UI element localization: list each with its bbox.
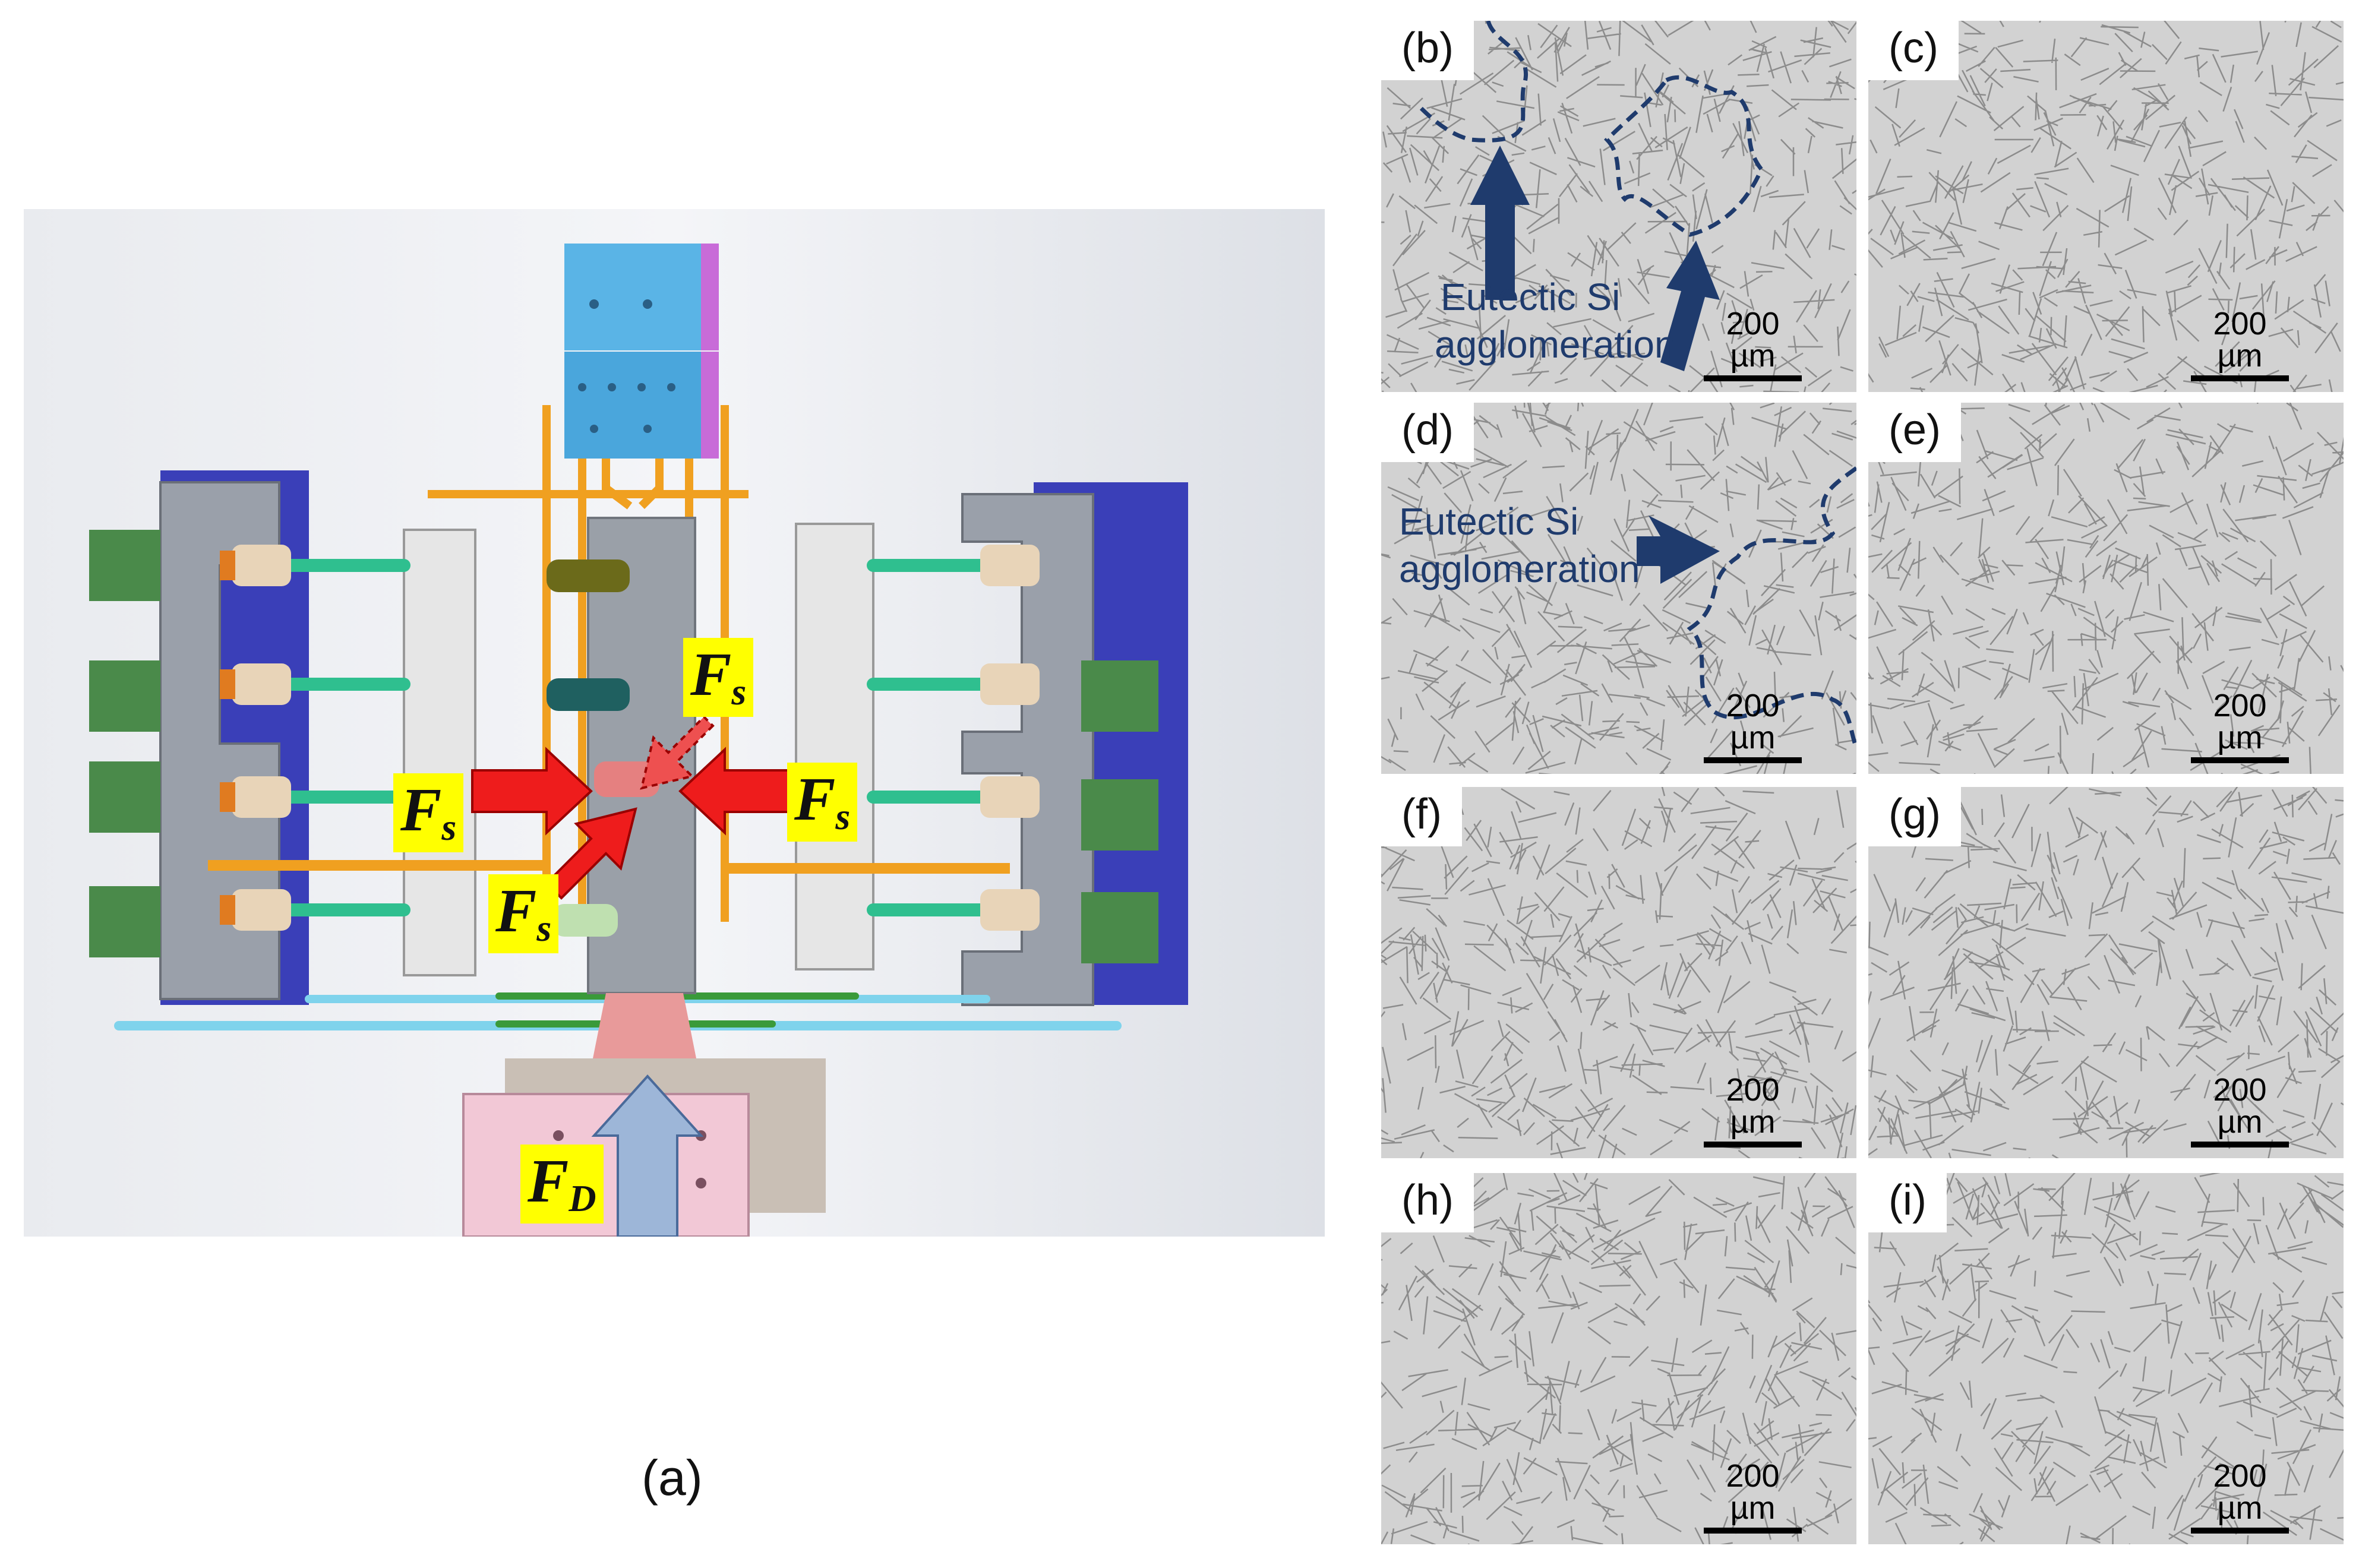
micrograph-label: (g) — [1868, 787, 1961, 846]
scale-bar-line — [2191, 1528, 2289, 1534]
cad-model-panel: Fs Fs Fs Fs FD — [24, 209, 1325, 1238]
micrograph-label: (b) — [1381, 21, 1474, 80]
red-force-arrow-diagonal-top — [640, 715, 715, 790]
micrograph-label: (h) — [1381, 1173, 1474, 1232]
blue-force-arrow-up — [591, 1074, 704, 1238]
agglomeration-outline — [1637, 466, 1856, 748]
scale-bar-label: 200 µm — [2213, 1072, 2267, 1140]
micrograph-label: (c) — [1868, 21, 1959, 80]
scale-bar-line — [2191, 757, 2289, 763]
microstructure-texture — [1868, 1173, 2344, 1544]
force-label-fs-left: Fs — [393, 773, 464, 852]
annotation-arrow — [1470, 146, 1720, 371]
scale-bar-label: 200 µm — [2213, 1458, 2267, 1526]
force-label-fd: FD — [520, 1145, 604, 1224]
micrograph-g: (g) 200 µm — [1868, 787, 2344, 1158]
scale-bar-label: 200 µm — [1726, 1072, 1780, 1140]
scale-bar-label: 200 µm — [1726, 688, 1780, 755]
micrograph-i: (i) 200 µm — [1868, 1173, 2344, 1544]
annotation-line-2: agglomeration — [1399, 548, 1640, 590]
micrograph-label: (i) — [1868, 1173, 1947, 1232]
scale-bar-label: 200 µm — [1726, 306, 1780, 374]
scale-bar: 200 µm — [2191, 308, 2289, 381]
red-force-arrow-right — [678, 747, 791, 836]
scale-bar-line — [1704, 1528, 1802, 1534]
annotation-line-1: Eutectic Si — [1441, 276, 1621, 318]
annotation-arrow — [1637, 516, 1720, 584]
scale-bar: 200 µm — [2191, 1460, 2289, 1534]
microstructure-texture — [1381, 787, 1856, 1158]
force-label-fs-right: Fs — [787, 763, 858, 842]
micrograph-label: (f) — [1381, 787, 1462, 846]
micrograph-d: Eutectic Si agglomeration (d) 200 µm — [1381, 403, 1856, 774]
micrograph-c: (c) 200 µm — [1868, 21, 2344, 392]
scale-bar-label: 200 µm — [2213, 688, 2267, 755]
lower-runner — [208, 860, 1010, 874]
force-label-fs-bottom: Fs — [488, 874, 559, 953]
right-slide-plate — [795, 523, 874, 970]
scale-bar: 200 µm — [1704, 690, 1802, 763]
scale-bar-line — [1704, 1142, 1802, 1147]
force-arrows — [471, 715, 791, 1238]
red-force-arrow-diagonal-bottom — [545, 807, 637, 900]
scale-bar-line — [1704, 757, 1802, 763]
scale-bar: 200 µm — [1704, 308, 1802, 381]
top-block-assembly — [564, 244, 719, 459]
eutectic-si-annotation: Eutectic Si agglomeration — [1399, 498, 1640, 593]
scale-bar: 200 µm — [2191, 1074, 2289, 1147]
scale-bar-label: 200 µm — [2213, 306, 2267, 374]
cylinder-bodies — [220, 545, 1040, 931]
annotation-line-1: Eutectic Si — [1399, 500, 1579, 543]
scale-bar: 200 µm — [1704, 1460, 1802, 1534]
red-force-arrow-left — [471, 747, 593, 836]
scale-bar: 200 µm — [2191, 690, 2289, 763]
scale-bar-line — [2191, 375, 2289, 381]
left-slide-plate — [403, 529, 476, 976]
agglomeration-outline — [1415, 21, 1764, 371]
microstructure-texture — [1381, 403, 1856, 774]
eutectic-si-annotation: Eutectic Si agglomeration — [1435, 273, 1676, 368]
microstructure-texture — [1868, 403, 2344, 774]
scale-bar-label: 200 µm — [1726, 1458, 1780, 1526]
right-frame — [961, 482, 1188, 1006]
micrograph-b: Eutectic Si agglomeration (b) 200 µm — [1381, 21, 1856, 392]
micrograph-h: (h) 200 µm — [1381, 1173, 1856, 1544]
panel-label-a: (a) — [642, 1450, 703, 1506]
scale-bar-line — [1704, 375, 1802, 381]
scale-bar: 200 µm — [1704, 1074, 1802, 1147]
cad-die-assembly-illustration — [24, 209, 1325, 1238]
micrograph-f: (f) 200 µm — [1381, 787, 1856, 1158]
microstructure-texture — [1381, 1173, 1856, 1544]
micrograph-label: (e) — [1868, 403, 1961, 462]
microstructure-texture — [1868, 21, 2344, 392]
force-label-fs-top: Fs — [683, 638, 754, 717]
annotation-line-2: agglomeration — [1435, 323, 1676, 366]
micrograph-label: (d) — [1381, 403, 1474, 462]
microstructure-texture — [1381, 21, 1856, 392]
micrograph-e: (e) 200 µm — [1868, 403, 2344, 774]
microstructure-texture — [1868, 787, 2344, 1158]
scale-bar-line — [2191, 1142, 2289, 1147]
